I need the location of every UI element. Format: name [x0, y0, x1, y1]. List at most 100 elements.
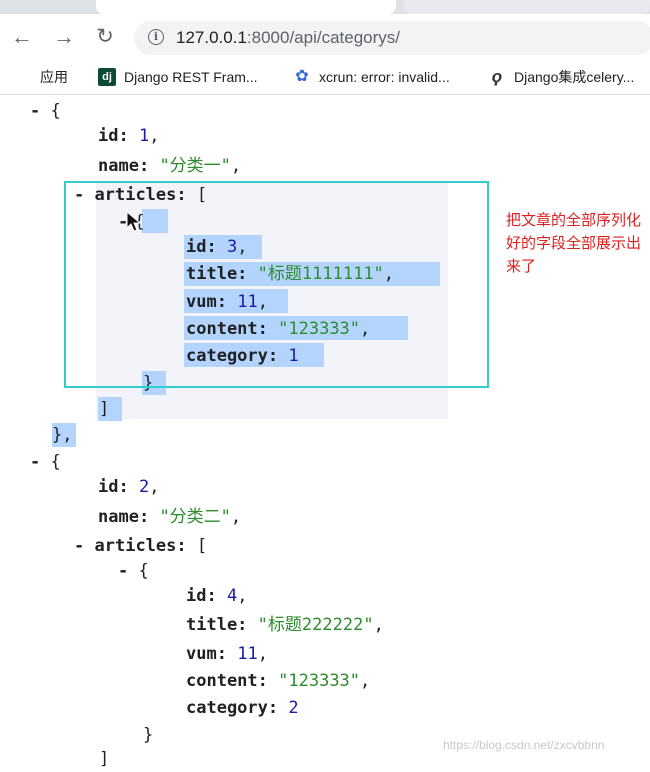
json-field-title: title: "标题1111111", [186, 264, 395, 284]
selection-highlight [142, 371, 166, 395]
bookmark-apps[interactable]: 应用 [16, 60, 68, 94]
url-host: 127.0.0.1 [176, 28, 247, 47]
json-number: 3 [226, 237, 238, 257]
json-string: "123333" [278, 671, 361, 691]
brace: }, [52, 425, 73, 445]
json-field-articles: - articles: [ [74, 182, 207, 208]
back-arrow-icon[interactable]: ← [11, 24, 33, 49]
json-number: 2 [288, 698, 299, 718]
inactive-tab[interactable] [404, 0, 650, 14]
json-field-name: name: "分类二", [98, 507, 242, 527]
json-key: id: [98, 477, 129, 497]
collapse-toggle[interactable]: - [74, 185, 85, 205]
json-key: content: [186, 671, 268, 691]
json-field-vum: vum: 11, [186, 644, 268, 664]
json-string: "123333" [278, 319, 361, 339]
json-key: articles: [94, 536, 187, 556]
json-field-content: content: "123333", [186, 319, 371, 339]
brace: { [138, 561, 149, 581]
json-key: vum: [186, 644, 227, 664]
json-key: name: [98, 156, 150, 176]
brace: { [50, 101, 61, 121]
collapse-toggle[interactable]: - [74, 536, 85, 556]
bookmark-xcrun[interactable]: ✿ xcrun: error: invalid... [293, 60, 450, 94]
json-object-open: - { [30, 98, 61, 124]
collapse-toggle[interactable]: - [118, 561, 129, 581]
json-object-close: } [143, 370, 153, 396]
json-viewer: - { id: 1, name: "分类一", - articles: [ -{… [0, 95, 650, 769]
selection-highlight [184, 235, 262, 259]
json-key: name: [98, 507, 150, 527]
json-field-articles: - articles: [ [74, 533, 207, 559]
json-number: 2 [138, 477, 150, 497]
info-icon[interactable]: i [148, 29, 164, 45]
json-key: content: [186, 319, 268, 339]
annotation-box [64, 181, 489, 388]
bookmarks-bar: 应用 dj Django REST Fram... ✿ xcrun: error… [0, 60, 650, 95]
url-path: :8000/api/categorys/ [246, 28, 401, 47]
brace: } [143, 373, 154, 393]
brace: } [143, 725, 154, 745]
apps-grid-icon [16, 69, 32, 85]
json-key: vum: [186, 292, 227, 312]
baidu-paw-icon: ✿ [295, 68, 309, 85]
json-object-close: }, [52, 422, 72, 448]
bracket: ] [99, 749, 110, 769]
selection-highlight [142, 209, 168, 233]
collapse-toggle[interactable]: - [30, 452, 41, 472]
json-number: 1 [138, 126, 150, 146]
json-number: 1 [288, 346, 299, 366]
json-number: 4 [226, 586, 238, 606]
json-key: category: [186, 698, 279, 718]
selection-highlight [184, 343, 324, 367]
json-number: 11 [237, 644, 258, 664]
reload-icon[interactable]: ↻ [96, 25, 114, 48]
address-bar[interactable]: i 127.0.0.1:8000/api/categorys/ [134, 21, 650, 55]
selection-highlight [184, 316, 408, 340]
json-key: id: [186, 237, 217, 257]
json-key: category: [186, 346, 279, 366]
bookmark-label: 应用 [40, 69, 68, 85]
json-string: "分类一" [159, 156, 231, 176]
annotation-text: 把文章的全部序列化好的字段全部展示出来了 [506, 212, 642, 275]
json-field-id: id: 2, [98, 477, 160, 497]
bookmark-label: Django集成celery... [514, 69, 635, 85]
json-string: "分类二" [159, 507, 231, 527]
json-key: title: [186, 615, 248, 635]
bookmark-label: xcrun: error: invalid... [319, 69, 450, 85]
json-key: id: [186, 586, 217, 606]
collapse-toggle[interactable]: - [30, 101, 41, 121]
forward-arrow-icon[interactable]: → [53, 24, 75, 49]
json-field-title: title: "标题222222", [186, 615, 384, 635]
json-object-open: - { [30, 449, 61, 475]
tab-strip [0, 0, 650, 14]
selection-highlight [184, 289, 288, 313]
bracket: [ [196, 536, 208, 556]
browser-toolbar: ← → ↻ i 127.0.0.1:8000/api/categorys/ [0, 14, 650, 60]
watermark: https://blog.csdn.net/zxcvbbnn [443, 738, 605, 752]
collapse-toggle[interactable]: - [118, 212, 129, 232]
json-field-category: category: 2 [186, 695, 299, 721]
json-field-vum: vum: 11, [186, 292, 268, 312]
json-field-id: id: 3, [186, 237, 248, 257]
json-key: id: [98, 126, 129, 146]
json-object-close: } [143, 722, 153, 748]
json-string: "标题222222" [257, 615, 374, 635]
bookmark-django-celery[interactable]: ϙ Django集成celery... [488, 60, 635, 94]
json-object-open: - { [118, 558, 149, 584]
json-field-category: category: 1 [186, 343, 299, 369]
celery-icon: ϙ [491, 67, 503, 86]
json-key: articles: [94, 185, 187, 205]
json-key: title: [186, 264, 248, 284]
active-tab[interactable] [96, 0, 396, 14]
bookmark-label: Django REST Fram... [124, 69, 258, 85]
json-field-name: name: "分类一", [98, 156, 242, 176]
json-field-id: id: 4, [186, 586, 248, 606]
json-array-close: ] [99, 396, 109, 422]
selection-highlight [184, 262, 440, 286]
json-field-content: content: "123333", [186, 671, 371, 691]
bookmark-django-rest[interactable]: dj Django REST Fram... [98, 60, 258, 94]
mouse-cursor-icon [126, 211, 142, 232]
json-number: 11 [237, 292, 258, 312]
url-text[interactable]: 127.0.0.1:8000/api/categorys/ [176, 28, 400, 48]
